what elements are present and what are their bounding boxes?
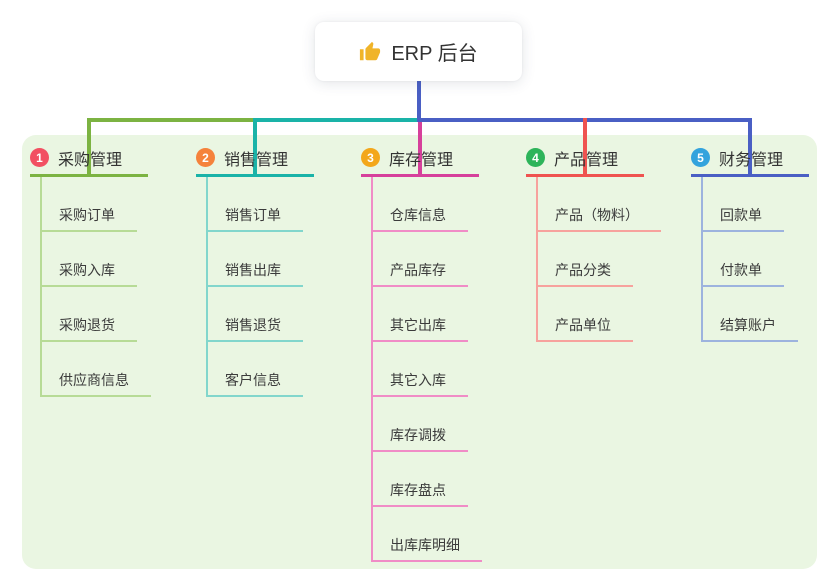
child-node[interactable]: 销售出库 xyxy=(208,232,314,287)
child-node[interactable]: 产品单位 xyxy=(538,287,644,342)
root-node[interactable]: ERP 后台 xyxy=(315,22,522,81)
branch-badge: 4 xyxy=(526,148,545,167)
branch-column-purchase: 1 采购管理 采购订单 采购入库 采购退货 供应商信息 xyxy=(30,146,151,397)
branch-badge: 2 xyxy=(196,148,215,167)
child-node[interactable]: 其它入库 xyxy=(373,342,479,397)
branch-title: 采购管理 xyxy=(58,151,123,169)
connector-drop-2 xyxy=(253,118,257,177)
branch-title: 财务管理 xyxy=(719,151,784,169)
branch-badge: 5 xyxy=(691,148,710,167)
child-node[interactable]: 供应商信息 xyxy=(42,342,151,397)
branch-children: 采购订单 采购入库 采购退货 供应商信息 xyxy=(40,177,151,397)
child-node[interactable]: 采购入库 xyxy=(42,232,148,287)
branch-node-finance[interactable]: 5 财务管理 xyxy=(691,146,809,177)
connector-drop-4 xyxy=(583,118,587,177)
child-node[interactable]: 库存调拨 xyxy=(373,397,479,452)
child-node[interactable]: 采购订单 xyxy=(42,177,148,232)
child-node[interactable]: 采购退货 xyxy=(42,287,148,342)
branch-column-inventory: 3 库存管理 仓库信息 产品库存 其它出库 其它入库 库存调拨 库存盘点 出库库… xyxy=(361,146,482,562)
branch-node-sales[interactable]: 2 销售管理 xyxy=(196,146,314,177)
branch-children: 产品（物料） 产品分类 产品单位 xyxy=(536,177,661,342)
child-node[interactable]: 产品库存 xyxy=(373,232,479,287)
branch-children: 回款单 付款单 结算账户 xyxy=(701,177,809,342)
child-node[interactable]: 结算账户 xyxy=(703,287,809,342)
child-node[interactable]: 销售退货 xyxy=(208,287,314,342)
branch-node-product[interactable]: 4 产品管理 xyxy=(526,146,644,177)
branch-column-product: 4 产品管理 产品（物料） 产品分类 产品单位 xyxy=(526,146,661,342)
branch-title: 销售管理 xyxy=(224,151,289,169)
connector-drop-1 xyxy=(87,118,91,177)
branch-column-finance: 5 财务管理 回款单 付款单 结算账户 xyxy=(691,146,809,342)
connector-bus-segment-1 xyxy=(87,118,255,122)
child-node[interactable]: 付款单 xyxy=(703,232,809,287)
connector-bus-segment-2 xyxy=(253,118,420,122)
child-node[interactable]: 销售订单 xyxy=(208,177,314,232)
background-panel xyxy=(22,135,817,569)
branch-node-inventory[interactable]: 3 库存管理 xyxy=(361,146,479,177)
child-node[interactable]: 其它出库 xyxy=(373,287,479,342)
branch-badge: 1 xyxy=(30,148,49,167)
thumbs-up-icon xyxy=(360,41,381,60)
branch-column-sales: 2 销售管理 销售订单 销售出库 销售退货 客户信息 xyxy=(196,146,314,397)
branch-badge: 3 xyxy=(361,148,380,167)
connector-drop-3 xyxy=(418,122,422,177)
branch-children: 仓库信息 产品库存 其它出库 其它入库 库存调拨 库存盘点 出库库明细 xyxy=(371,177,482,562)
branch-children: 销售订单 销售出库 销售退货 客户信息 xyxy=(206,177,314,397)
child-node[interactable]: 产品（物料） xyxy=(538,177,661,232)
connector-drop-5 xyxy=(748,118,752,177)
connector-root xyxy=(417,81,421,122)
child-node[interactable]: 出库库明细 xyxy=(373,507,482,562)
root-title: ERP 后台 xyxy=(391,43,478,65)
child-node[interactable]: 回款单 xyxy=(703,177,809,232)
branch-title: 产品管理 xyxy=(554,151,619,169)
child-node[interactable]: 库存盘点 xyxy=(373,452,479,507)
child-node[interactable]: 产品分类 xyxy=(538,232,644,287)
child-node[interactable]: 客户信息 xyxy=(208,342,314,397)
branch-node-purchase[interactable]: 1 采购管理 xyxy=(30,146,148,177)
child-node[interactable]: 仓库信息 xyxy=(373,177,479,232)
branch-title: 库存管理 xyxy=(389,151,454,169)
